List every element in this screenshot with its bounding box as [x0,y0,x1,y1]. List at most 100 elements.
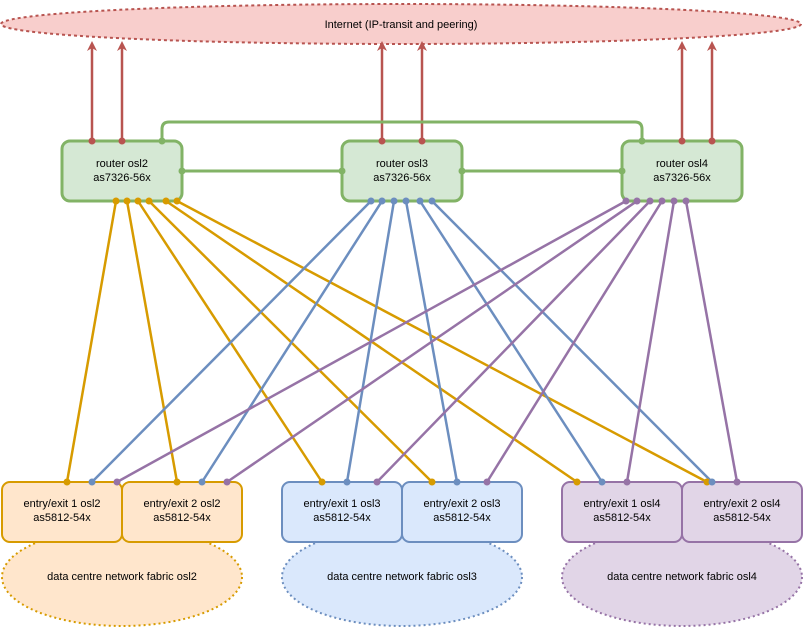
switch-model: as5812-54x [313,512,371,524]
link-router2-switch1 [226,199,638,484]
port-dot [573,478,581,486]
switch-model: as5812-54x [153,512,211,524]
switch-name: entry/exit 1 osl4 [583,498,660,510]
port-dot [318,478,326,486]
port-dot [428,478,436,486]
port-dot [402,197,410,205]
link-router1-switch5 [431,200,713,483]
port-dot [416,197,424,205]
port-dot [112,197,120,205]
link-router0-switch0 [65,200,118,483]
switch-name: entry/exit 1 osl3 [303,498,380,510]
uplink-dot [118,137,126,145]
interconnect-dot [638,137,646,145]
port-dot [733,478,741,486]
port-dot [113,478,121,486]
port-dot [453,478,461,486]
port-dot [670,197,678,205]
router-osl4: router osl4 as7326-56x [620,139,744,203]
router-model: as7326-56x [653,172,711,184]
switch-entry-exit-2-osl4: entry/exit 2 osl4 as5812-54x [681,481,803,543]
port-dot [682,197,690,205]
internet-label: Internet (IP-transit and peering) [325,19,478,31]
port-dot [373,478,381,486]
port-dot [223,478,231,486]
port-dot [343,478,351,486]
interconnect-dot [158,137,166,145]
link-router2-switch2 [376,200,651,483]
switch-entry-exit-2-osl2: entry/exit 2 osl2 as5812-54x [121,481,243,543]
link-router1-switch4 [418,200,604,483]
port-dot [658,197,666,205]
port-dot [483,478,491,486]
interconnect-dot [338,167,346,175]
fabric-label-osl2: data centre network fabric osl2 [47,571,197,583]
router-name: router osl4 [656,158,708,170]
interconnect-dot [458,167,466,175]
switch-entry-exit-1-osl4: entry/exit 1 osl4 as5812-54x [561,481,683,543]
switch-name: entry/exit 2 osl4 [703,498,780,510]
switch-name: entry/exit 1 osl2 [23,498,100,510]
switch-model: as5812-54x [593,512,651,524]
port-dot [173,197,181,205]
router-osl3: router osl3 as7326-56x [340,139,464,203]
link-router0-switch5 [176,199,708,484]
port-dot [598,478,606,486]
uplink-dot [678,137,686,145]
router-osl2: router osl2 as7326-56x [60,139,184,203]
port-dot [63,478,71,486]
switch-model: as5812-54x [713,512,771,524]
fabric-label-osl3: data centre network fabric osl3 [327,571,477,583]
port-dot [622,197,630,205]
port-dot [633,197,641,205]
router-model: as7326-56x [373,172,431,184]
uplink-dot [378,137,386,145]
switch-model: as5812-54x [33,512,91,524]
router-name: router osl3 [376,158,428,170]
port-dot [428,197,436,205]
interconnect-osl2-osl4 [160,120,644,141]
link-router2-switch5 [684,200,739,483]
router-interconnects [160,120,644,173]
switch-entry-exit-1-osl3: entry/exit 1 osl3 as5812-54x [281,481,403,543]
connection-dots [63,137,741,486]
switch-entry-exit-2-osl3: entry/exit 2 osl3 as5812-54x [401,481,523,543]
links [65,41,739,484]
interconnect-dot [618,167,626,175]
link-router1-switch0 [91,200,372,483]
link-router1-switch1 [200,200,384,483]
interconnect-dot [178,167,186,175]
link-router2-switch0 [116,199,627,484]
switch-name: entry/exit 2 osl2 [143,498,220,510]
fabric-osl4: data centre network fabric osl4 [561,527,803,627]
port-dot [623,478,631,486]
uplink-dot [418,137,426,145]
uplink-dot [88,137,96,145]
link-router0-switch3 [148,200,433,483]
port-dot [390,197,398,205]
port-dot [367,197,375,205]
port-dot [123,197,131,205]
port-dot [703,478,711,486]
port-dot [134,197,142,205]
uplink-dot [708,137,716,145]
port-dot [198,478,206,486]
port-dot [378,197,386,205]
port-dot [708,478,716,486]
port-dot [646,197,654,205]
port-dot [145,197,153,205]
switch-name: entry/exit 2 osl3 [423,498,500,510]
fabric-osl3: data centre network fabric osl3 [281,527,523,627]
link-router0-switch1 [125,200,179,483]
switch-entry-exit-1-osl2: entry/exit 1 osl2 as5812-54x [1,481,123,543]
router-model: as7326-56x [93,172,151,184]
switch-model: as5812-54x [433,512,491,524]
internet-cloud: Internet (IP-transit and peering) [0,3,802,45]
port-dot [88,478,96,486]
link-router2-switch4 [625,200,676,483]
router-name: router osl2 [96,158,148,170]
port-dot [162,197,170,205]
link-router2-switch3 [485,200,664,483]
port-dot [173,478,181,486]
